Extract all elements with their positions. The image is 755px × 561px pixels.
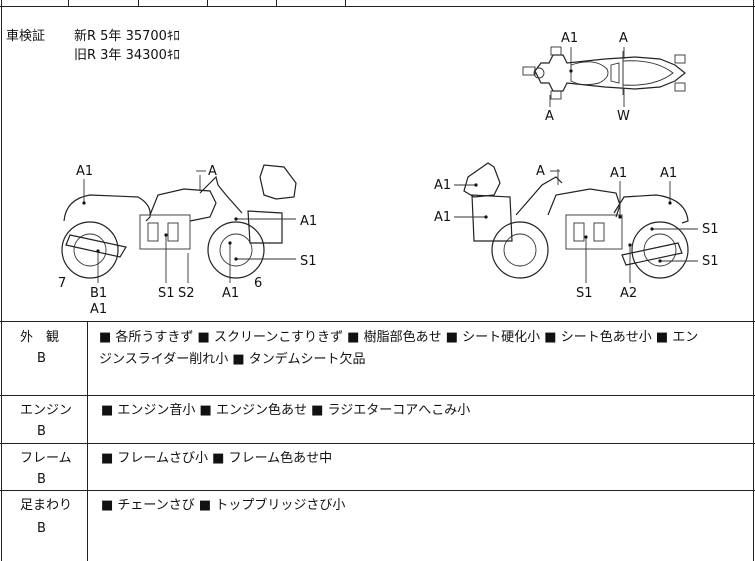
- left-side-outline: [61, 164, 297, 279]
- engine-label: エンジン: [20, 403, 73, 418]
- label-column-divider: [87, 321, 88, 561]
- left-view-label: 6: [254, 276, 262, 291]
- top-view-diagram: A1 A A W: [522, 31, 686, 124]
- left-view-label: A1: [222, 286, 239, 301]
- left-view-label: A: [208, 164, 217, 179]
- engine-notes: ■ エンジン音小 ■ エンジン色あせ ■ ラジエターコアへこみ小: [101, 403, 471, 418]
- left-view-label: A1: [300, 214, 317, 229]
- header-cell-divider: [276, 0, 277, 6]
- right-view-label: S1: [576, 286, 593, 301]
- suspension-grade: B: [37, 521, 46, 536]
- frame-notes: ■ フレームさび小 ■ フレーム色あせ中: [101, 451, 333, 466]
- top-view-label: A1: [561, 31, 578, 46]
- frame-label: フレーム: [20, 451, 72, 466]
- header-cell-divider: [207, 0, 208, 6]
- header-cell-divider: [345, 0, 346, 6]
- engine-grade: B: [37, 424, 46, 439]
- right-view-label: A1: [434, 178, 451, 193]
- top-view-label: W: [617, 109, 630, 124]
- right-view-label: A1: [660, 166, 677, 181]
- right-view-label: A1: [610, 166, 627, 181]
- right-view-label: S1: [702, 254, 719, 269]
- top-view-label: A: [545, 109, 554, 124]
- exterior-notes-line2: ジンスライダー削れ小 ■ タンデムシート欠品: [99, 352, 366, 367]
- top-view-outline: [522, 46, 686, 100]
- left-view-label: S1: [158, 286, 175, 301]
- top-border: [0, 6, 755, 7]
- section-divider: [0, 443, 755, 444]
- right-view-label: S1: [702, 222, 719, 237]
- left-view-label: A1: [76, 164, 93, 179]
- left-view-label: A1: [90, 302, 107, 317]
- exterior-grade: B: [37, 351, 46, 366]
- left-side-view-diagram: A1 A A1 S1 7 B1 A1 S1 S2 A1 6: [58, 164, 317, 317]
- left-view-label: 7: [58, 276, 66, 291]
- suspension-label: 足まわり: [20, 498, 73, 513]
- section-divider: [0, 321, 755, 322]
- right-side-view-diagram: A A1 A1 A1 A1 S1 S1 S1 A2: [434, 162, 719, 301]
- left-border: [1, 0, 2, 561]
- section-divider: [0, 395, 755, 396]
- exterior-label: 外 観: [20, 330, 60, 345]
- right-border: [753, 0, 754, 561]
- inspection-old-reading: 旧R 3年 34300ｷﾛ: [74, 48, 180, 63]
- right-side-outline: [463, 162, 689, 279]
- suspension-notes: ■ チェーンさび ■ トップブリッジさび小: [101, 498, 346, 513]
- left-view-label: B1: [90, 286, 107, 301]
- right-view-label: A1: [434, 210, 451, 225]
- right-view-label: A: [536, 164, 545, 179]
- inspection-label: 車検証: [6, 29, 46, 44]
- top-view-label: A: [619, 31, 628, 46]
- inspection-new-reading: 新R 5年 35700ｷﾛ: [74, 29, 180, 44]
- header-cell-divider: [68, 0, 69, 6]
- right-view-label: A2: [620, 286, 637, 301]
- exterior-notes-line1: ■ 各所うすきず ■ スクリーンこすりきず ■ 樹脂部色あせ ■ シート硬化小 …: [99, 330, 699, 345]
- left-view-label: S2: [178, 286, 195, 301]
- section-divider: [0, 490, 755, 491]
- left-view-label: S1: [300, 254, 317, 269]
- frame-grade: B: [37, 472, 46, 487]
- header-cell-divider: [138, 0, 139, 6]
